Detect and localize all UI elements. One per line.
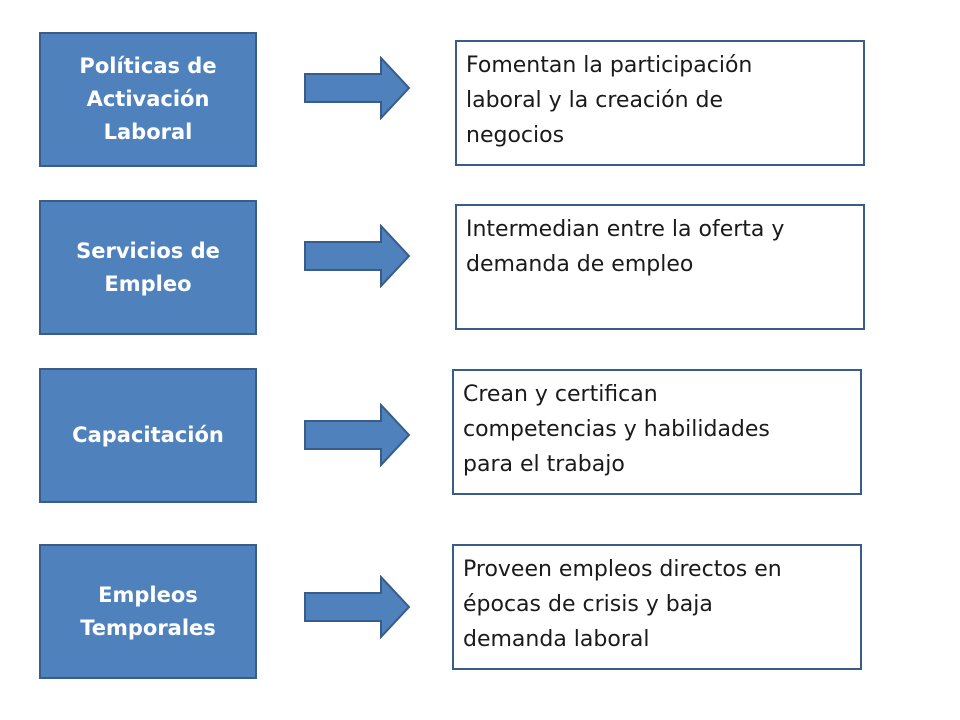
description-text-3: Crean y certifican competencias y habili… — [463, 382, 770, 477]
right-arrow-icon — [304, 56, 411, 120]
description-capacitacion: Crean y certifican competencias y habili… — [452, 369, 862, 495]
box-politicas-activacion-laboral: Políticas de Activación Laboral — [39, 32, 257, 167]
description-empleos-temporales: Proveen empleos directos en épocas de cr… — [452, 544, 862, 670]
box-capacitacion: Capacitación — [39, 368, 257, 503]
label-capacitacion: Capacitación — [72, 423, 224, 447]
description-text-4: Proveen empleos directos en épocas de cr… — [463, 557, 782, 652]
right-arrow-icon — [304, 224, 411, 288]
description-politicas-activacion-laboral: Fomentan la participación laboral y la c… — [455, 40, 865, 166]
right-arrow-icon — [304, 403, 411, 467]
box-servicios-empleo: Servicios de Empleo — [39, 200, 257, 335]
label-servicios-empleo: Servicios de Empleo — [76, 238, 220, 296]
description-text-2: Intermedian entre la oferta y demanda de… — [466, 217, 785, 277]
label-politicas-activacion-laboral: Políticas de Activación Laboral — [79, 54, 217, 144]
description-servicios-empleo: Intermedian entre la oferta y demanda de… — [455, 204, 865, 330]
label-empleos-temporales: Empleos Temporales — [80, 582, 216, 640]
right-arrow-icon — [304, 575, 411, 639]
box-empleos-temporales: Empleos Temporales — [39, 544, 257, 679]
description-text-1: Fomentan la participación laboral y la c… — [466, 53, 753, 148]
